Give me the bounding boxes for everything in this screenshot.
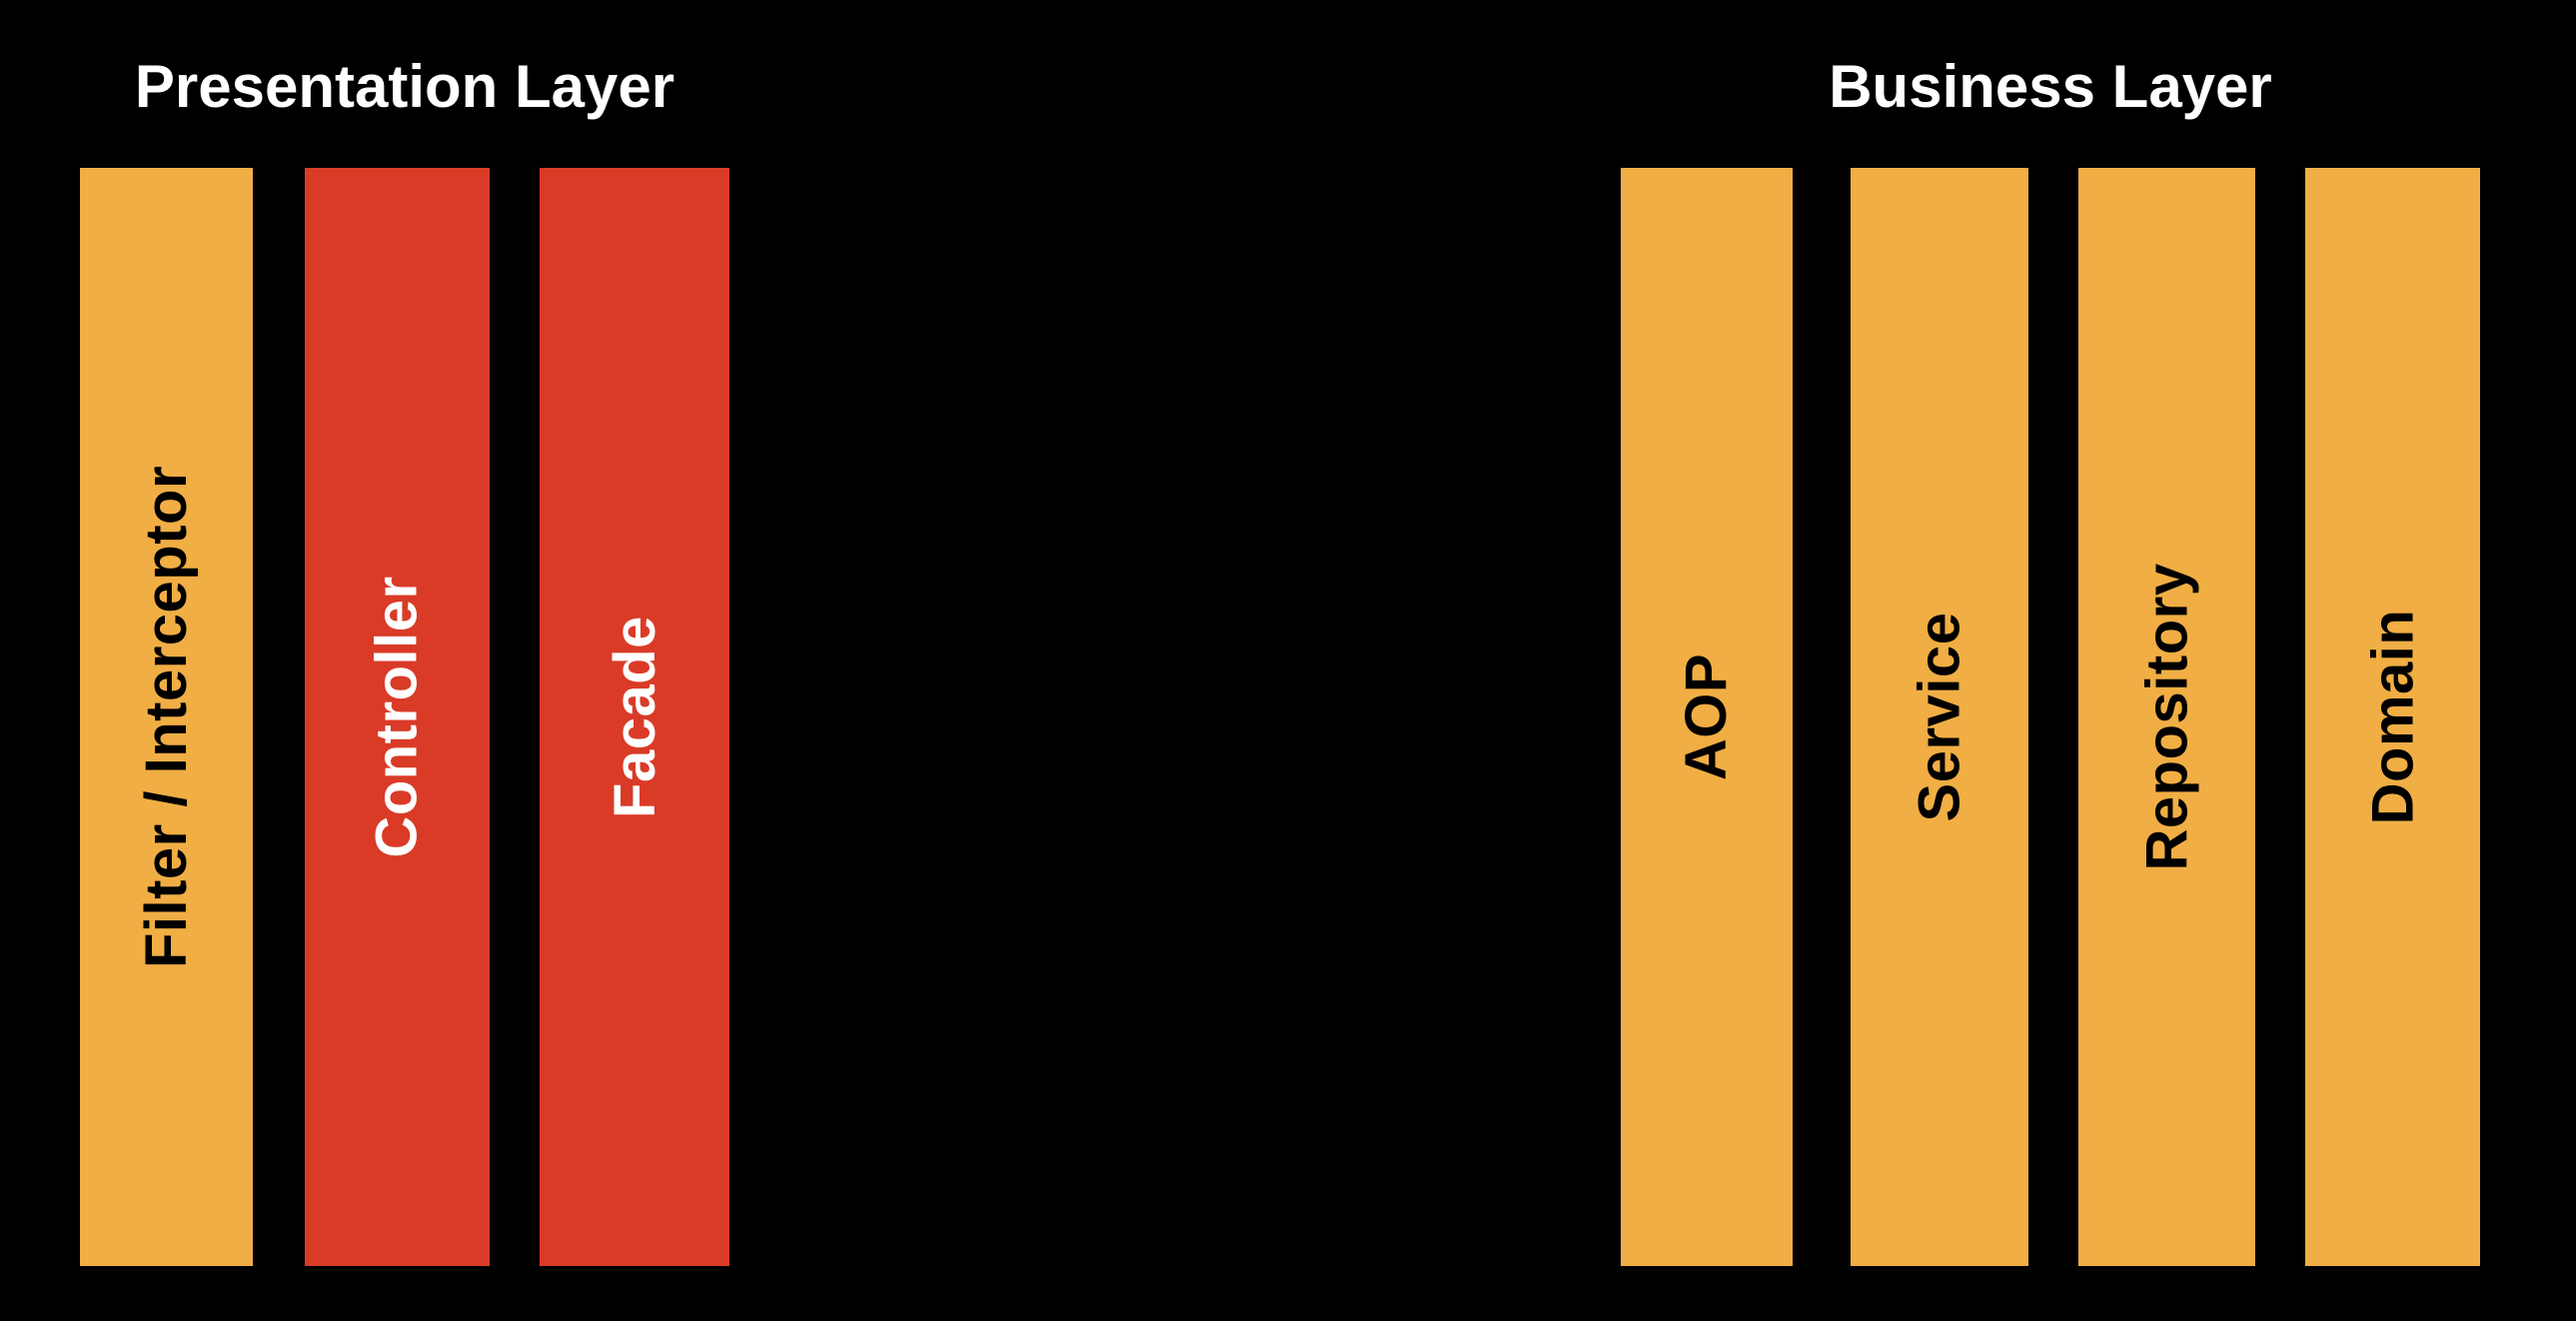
bar-aop: AOP [1621, 168, 1793, 1266]
bar-aop-label: AOP [1674, 653, 1740, 781]
bar-controller-label: Controller [365, 576, 430, 858]
bar-controller: Controller [305, 168, 490, 1266]
bar-facade-label: Facade [602, 616, 667, 818]
bar-filter-interceptor: Filter / Interceptor [80, 168, 253, 1266]
bar-domain-label: Domain [2360, 609, 2425, 825]
bar-filter-interceptor-label: Filter / Interceptor [134, 465, 199, 969]
presentation-layer-title: Presentation Layer [134, 53, 675, 120]
bar-repository-label: Repository [2134, 563, 2200, 871]
bar-domain: Domain [2305, 168, 2480, 1266]
bar-service-label: Service [1907, 612, 1972, 822]
business-layer-title: Business Layer [1829, 53, 2272, 120]
bar-repository: Repository [2078, 168, 2255, 1266]
bar-service: Service [1851, 168, 2028, 1266]
bar-facade: Facade [540, 168, 729, 1266]
